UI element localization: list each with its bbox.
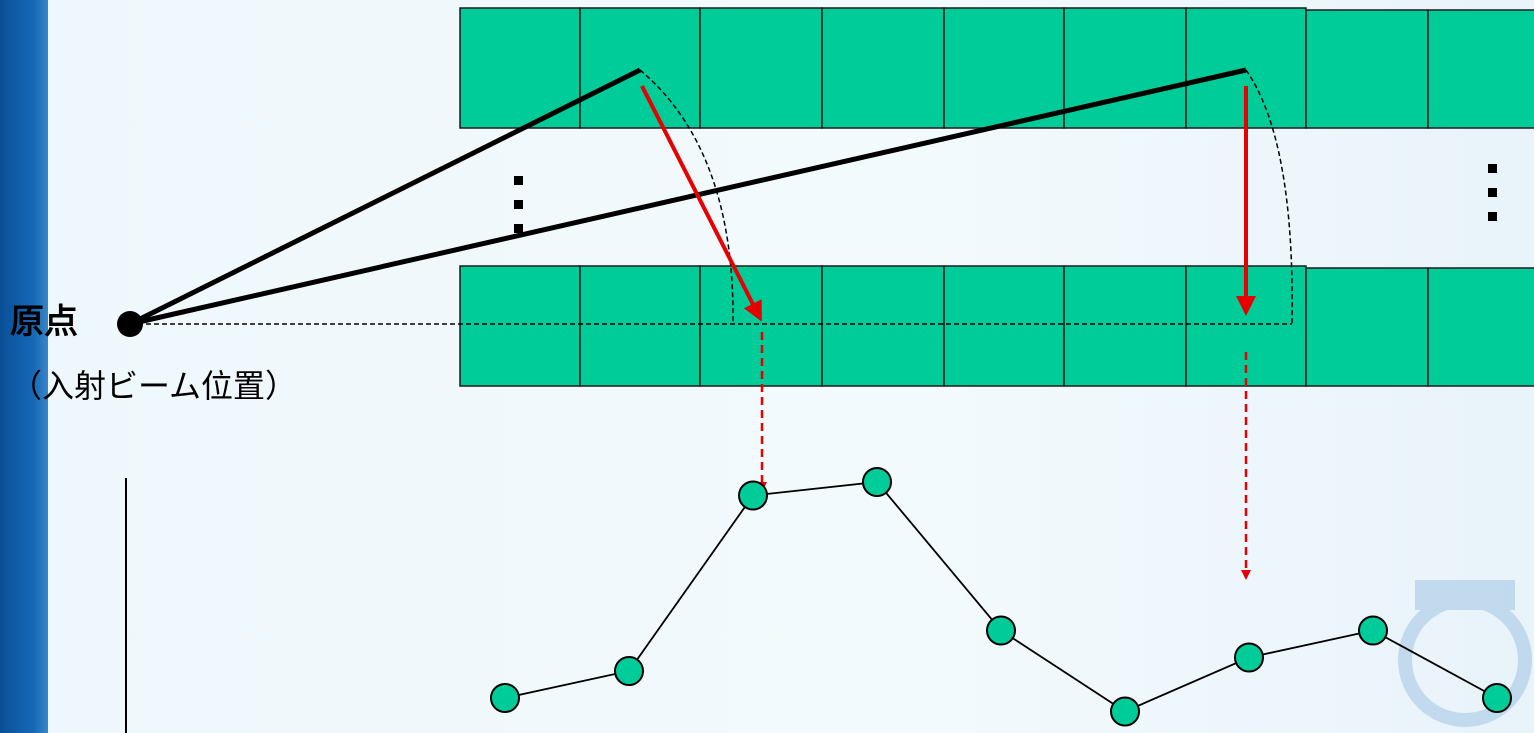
- profile-point-9: [1482, 683, 1512, 713]
- beam-line-1: [128, 67, 642, 327]
- detector-cell: [821, 7, 945, 129]
- detector-cell: [1427, 267, 1534, 387]
- watermark-logo: [1398, 580, 1532, 727]
- ellipsis-left: [514, 176, 523, 233]
- detector-cell: [579, 7, 701, 129]
- profile-line: [504, 481, 1498, 713]
- detector-cell: [699, 7, 823, 129]
- origin-label: 原点: [10, 302, 78, 342]
- beam-line-2: [129, 67, 1247, 327]
- detector-cell: [943, 7, 1065, 129]
- origin-point: [117, 311, 143, 337]
- detector-cell: [1427, 9, 1534, 129]
- profile-point-1: [490, 683, 520, 713]
- detector-cell: [1063, 265, 1187, 387]
- profile-point-6: [1110, 696, 1140, 727]
- profile-point-5: [986, 615, 1016, 646]
- detector-cell: [699, 265, 823, 387]
- detector-cell: [1063, 7, 1187, 129]
- detector-cell: [1305, 9, 1429, 129]
- projection-arrow-1: [640, 85, 762, 322]
- ellipsis-right: [1488, 164, 1497, 221]
- profile-point-7: [1234, 642, 1264, 673]
- profile-point-4: [862, 467, 892, 497]
- detector-cell: [943, 265, 1065, 387]
- detector-cell: [1305, 267, 1429, 387]
- detector-cell: [579, 265, 701, 387]
- profile-plot: [490, 467, 1512, 727]
- origin-note-label: （入射ビーム位置）: [10, 367, 298, 405]
- detector-cell: [459, 265, 581, 387]
- profile-point-8: [1358, 615, 1388, 646]
- detector-row-bottom: [459, 265, 1534, 387]
- arc-dashed-1: [639, 69, 734, 325]
- detector-cell: [821, 265, 945, 387]
- left-accent-bar: [0, 0, 48, 733]
- profile-point-2: [614, 656, 644, 686]
- detector-row-top: [459, 7, 1534, 129]
- arc-dashed-2: [1245, 69, 1293, 325]
- profile-point-3: [738, 480, 768, 511]
